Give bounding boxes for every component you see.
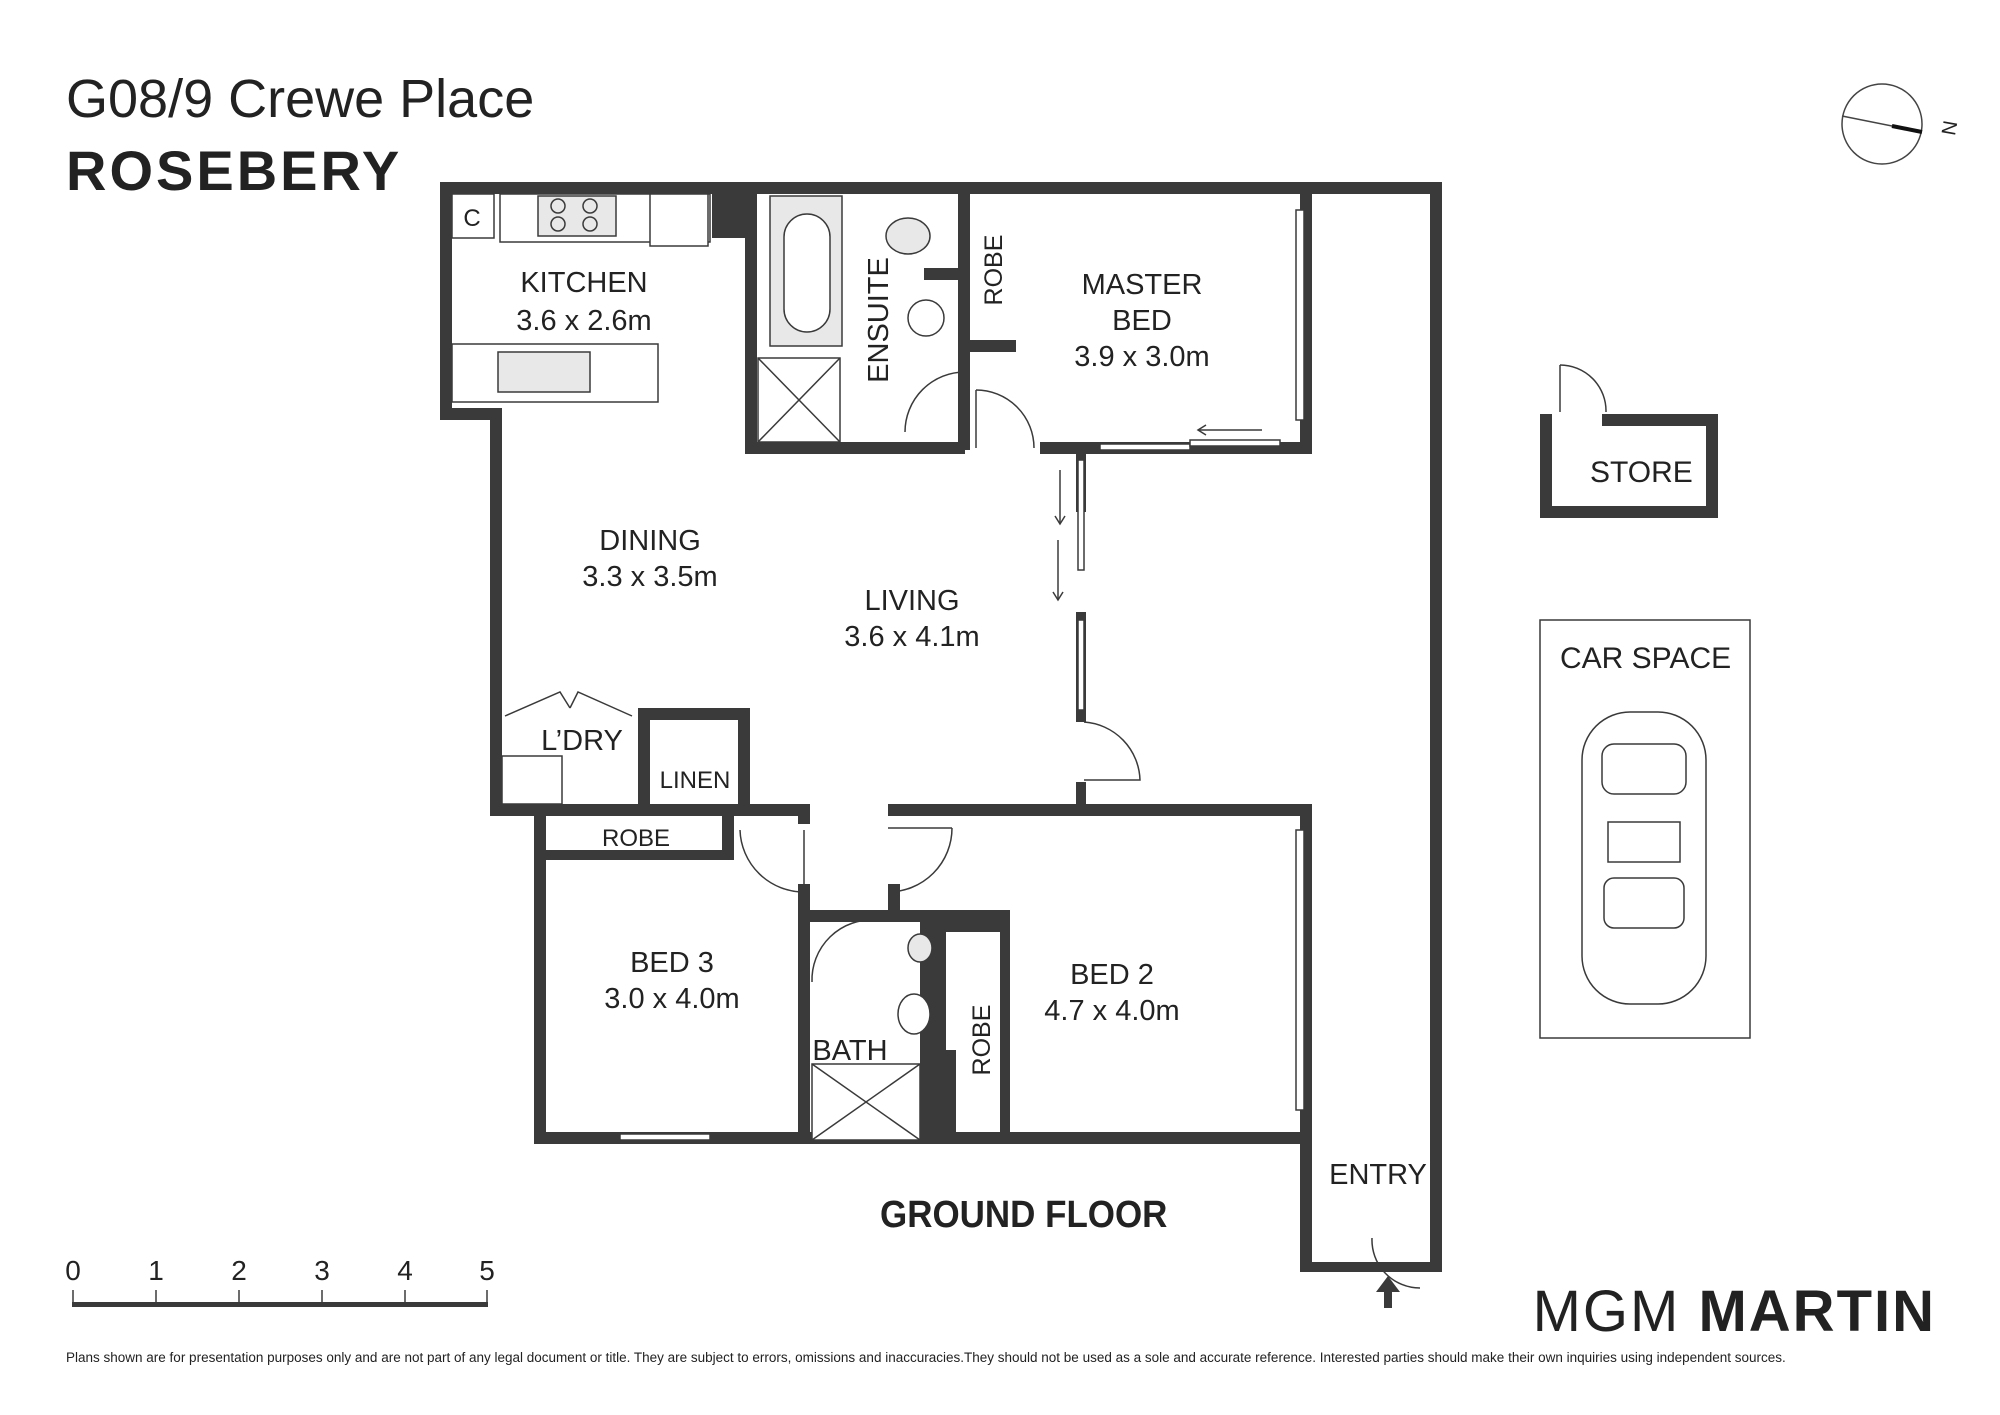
living-size: 3.6 x 4.1m (844, 621, 979, 653)
master-bed-name: MASTER (1082, 269, 1203, 301)
doors (504, 364, 1607, 1289)
floor-label: GROUND FLOOR (880, 1194, 1168, 1236)
scale-tick-0: 0 (65, 1255, 81, 1286)
bed2-name: BED 2 (1070, 959, 1154, 991)
entry-arrow-icon (1376, 1276, 1400, 1308)
compass-icon: N (1841, 83, 1962, 165)
kitchen-size: 3.6 x 2.6m (516, 305, 651, 337)
car-space (1539, 619, 1751, 1039)
property-address: G08/9 Crewe Place (66, 69, 535, 129)
brand-logo: MGM MARTIN (1533, 1278, 1936, 1345)
entry-label: ENTRY (1329, 1159, 1427, 1191)
living-name: LIVING (864, 585, 959, 617)
dining-name: DINING (599, 525, 701, 557)
car-icon (1581, 711, 1707, 1005)
dining-size: 3.3 x 3.5m (582, 561, 717, 593)
fixtures (451, 193, 945, 1141)
scale-tick-5: 5 (479, 1255, 495, 1286)
brand-part1: MGM (1532, 1279, 1681, 1344)
robe-master-label: ROBE (980, 235, 1008, 306)
robe-bed2-label: ROBE (968, 1005, 996, 1076)
master-bed-size: 3.9 x 3.0m (1074, 341, 1209, 373)
brand-part2: MARTIN (1698, 1279, 1936, 1344)
ensuite-label: ENSUITE (863, 257, 895, 383)
car-space-label: CAR SPACE (1560, 642, 1731, 675)
store-room (1540, 414, 1718, 518)
cupboard-label: C (463, 205, 480, 232)
scale-bar: 0 1 2 3 4 5 (65, 1255, 495, 1307)
bath-label: BATH (812, 1035, 887, 1067)
bed3-name: BED 3 (630, 947, 714, 979)
bed3-size: 3.0 x 4.0m (604, 983, 739, 1015)
scale-tick-2: 2 (231, 1255, 247, 1286)
laundry-label: L’DRY (541, 725, 623, 757)
master-bed-name2: BED (1112, 305, 1172, 337)
store-label: STORE (1590, 456, 1693, 489)
windows (619, 209, 1305, 1141)
scale-tick-3: 3 (314, 1255, 330, 1286)
property-suburb: ROSEBERY (66, 139, 403, 202)
linen-label: LINEN (660, 767, 731, 794)
scale-tick-4: 4 (397, 1255, 413, 1286)
robe-bed3-label: ROBE (602, 825, 670, 852)
bed2-size: 4.7 x 4.0m (1044, 995, 1179, 1027)
walls (440, 182, 1442, 1272)
scale-tick-1: 1 (148, 1255, 164, 1286)
disclaimer: Plans shown are for presentation purpose… (66, 1350, 1786, 1365)
kitchen-name: KITCHEN (520, 267, 647, 299)
compass-north-label: N (1938, 119, 1962, 137)
